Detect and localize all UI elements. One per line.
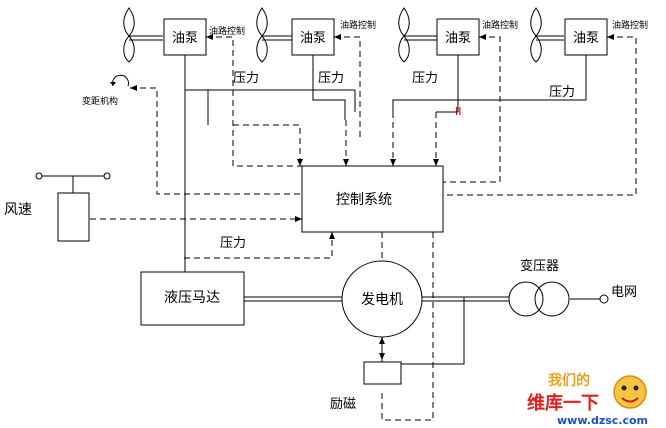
hydraulic-motor: 液压马达 <box>140 271 245 326</box>
pitch-control-label-2: 油路控制 <box>340 19 376 31</box>
pressure-label-1: 压力 <box>233 71 259 86</box>
pressure-label-4: 压力 <box>549 85 575 100</box>
pressure-label-3: 压力 <box>412 71 438 86</box>
watermark-logo: 我们的 维库一下 www.dzsc.com <box>527 372 648 427</box>
excitation: 励磁 <box>330 337 402 412</box>
pitch-control-label-1: 油路控制 <box>209 25 245 37</box>
wind-speed-label: 风速 <box>4 202 32 218</box>
oil-pump-1: 油泵 <box>163 18 207 56</box>
transformer-label: 变压器 <box>520 258 559 274</box>
pitch-control-label-3: 油路控制 <box>482 19 518 31</box>
oil-pump-4: 油泵 <box>564 18 608 56</box>
watermark-url-text: www.dzsc.com <box>557 414 648 427</box>
turbine-fan-1-icon <box>123 7 163 63</box>
turbine-fan-4-icon <box>530 7 564 63</box>
generator-label: 发电机 <box>361 292 403 308</box>
watermark-middle-text: 维库一下 <box>527 392 599 414</box>
oil-pump-2-label: 油泵 <box>300 31 326 46</box>
oil-pump-1-label: 油泵 <box>172 31 198 46</box>
oil-pump-3-label: 油泵 <box>445 31 471 46</box>
excitation-label: 励磁 <box>330 397 356 412</box>
pitch-mechanism: 变距机构 <box>82 74 129 107</box>
grid-terminal-icon <box>599 294 609 304</box>
watermark-top-text: 我们的 <box>548 372 590 389</box>
control-system-label: 控制系统 <box>336 192 392 208</box>
control-system: 控制系统 <box>301 165 444 233</box>
oil-pump-2: 油泵 <box>291 18 335 56</box>
drive-shaft <box>244 296 342 302</box>
wind-speed-sensor <box>35 172 111 242</box>
generator: 发电机 <box>341 260 423 338</box>
oil-pump-4-label: 油泵 <box>573 31 599 46</box>
grid-label: 电网 <box>611 285 637 300</box>
transformer <box>508 281 570 317</box>
red-marker: II <box>455 105 462 118</box>
hydraulic-motor-label: 液压马达 <box>164 290 220 306</box>
turbine-fan-2-icon <box>256 7 292 63</box>
pressure-label-2: 压力 <box>318 71 344 86</box>
power-line <box>401 296 601 365</box>
oil-pump-3: 油泵 <box>436 18 480 56</box>
dashed-control-lines <box>90 36 637 421</box>
arrowheads <box>130 34 614 360</box>
turbine-fan-3-icon <box>398 7 437 63</box>
pressure-lines <box>184 55 587 272</box>
pitch-mechanism-label: 变距机构 <box>82 95 118 107</box>
pitch-control-label-4: 油路控制 <box>612 19 648 31</box>
pressure-label-5: 压力 <box>220 236 246 251</box>
